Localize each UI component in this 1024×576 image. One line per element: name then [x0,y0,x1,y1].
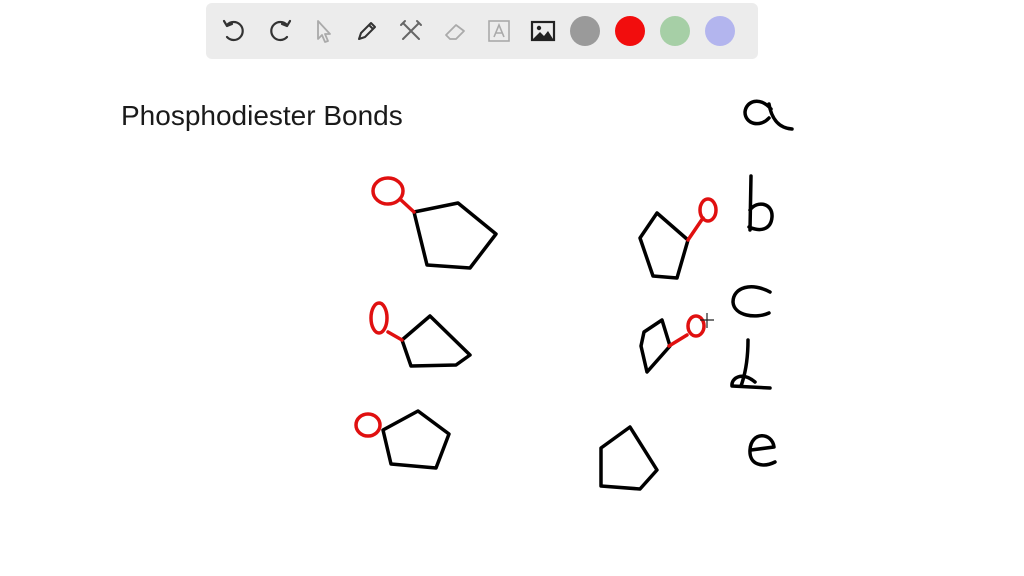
color-swatch-gray[interactable] [570,16,600,46]
undo-icon[interactable] [218,14,252,48]
eraser-icon[interactable] [438,14,472,48]
handwritten-letter-a [743,99,794,131]
sugar-ring-row3-right [599,425,659,491]
sugar-ring-row2-left [369,301,472,368]
board-title: Phosphodiester Bonds [121,100,403,131]
sugar-ring-row1-left [371,176,498,270]
pen-icon[interactable] [350,14,384,48]
color-swatch-green[interactable] [660,16,690,46]
select-icon[interactable] [306,14,340,48]
handwritten-letter-c [731,285,772,318]
sugar-ring-row3-left [354,409,451,470]
color-swatch-red[interactable] [615,16,645,46]
text-icon[interactable] [482,14,516,48]
handwritten-letter-b [747,174,774,232]
handwritten-letter-e [748,434,777,467]
color-swatch-lavender[interactable] [705,16,735,46]
image-icon[interactable] [526,14,560,48]
drawing-toolbar [206,3,758,59]
crosshair-cursor [700,313,714,328]
redo-icon[interactable] [262,14,296,48]
handwritten-letter-d [730,338,772,390]
sugar-ring-row2-right [639,313,714,374]
sugar-ring-row1-right [638,197,718,280]
tools-icon[interactable] [394,14,428,48]
